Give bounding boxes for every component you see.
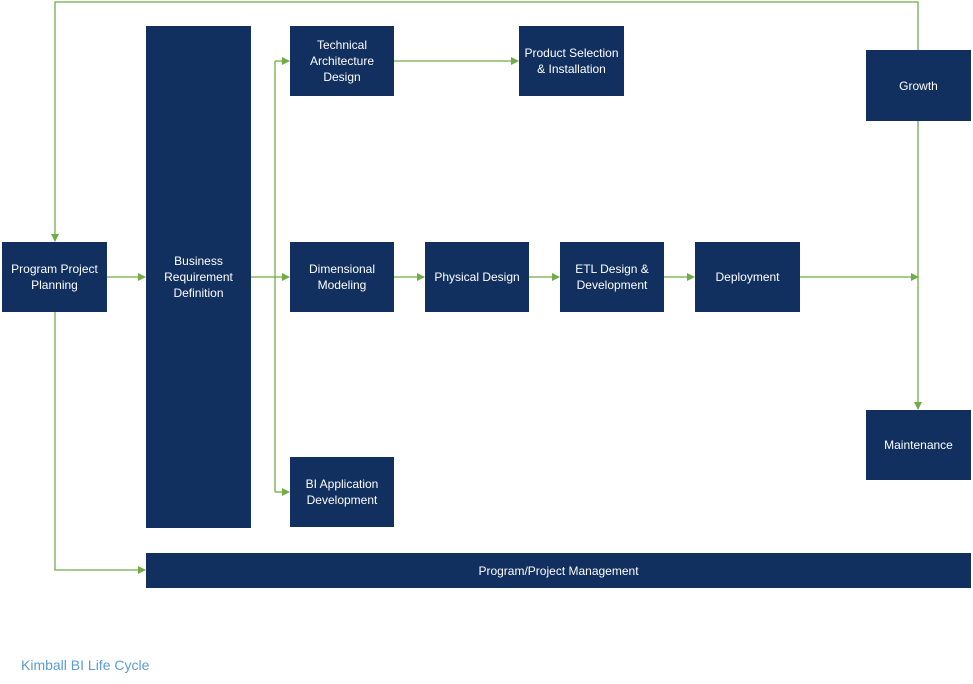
product-selection-installation-box: Product Selection & Installation [519, 26, 624, 96]
program-project-planning-box: Program Project Planning [2, 242, 107, 312]
maintenance-box: Maintenance [866, 410, 971, 480]
business-requirement-definition-box: Business Requirement Definition [146, 26, 251, 528]
technical-architecture-design-box: Technical Architecture Design [290, 26, 394, 96]
physical-design-box: Physical Design [425, 242, 529, 312]
deployment-box: Deployment [695, 242, 800, 312]
bi-application-development-box: BI Application Development [290, 457, 394, 527]
etl-design-development-box: ETL Design & Development [560, 242, 664, 312]
program-project-management-bar: Program/Project Management [146, 553, 971, 588]
growth-to-planning-arrow [51, 1, 919, 242]
diagram-caption: Kimball BI Life Cycle [21, 657, 150, 673]
growth-box: Growth [866, 50, 971, 121]
planning-to-management-arrow [54, 312, 146, 574]
dimensional-modeling-box: Dimensional Modeling [290, 242, 394, 312]
